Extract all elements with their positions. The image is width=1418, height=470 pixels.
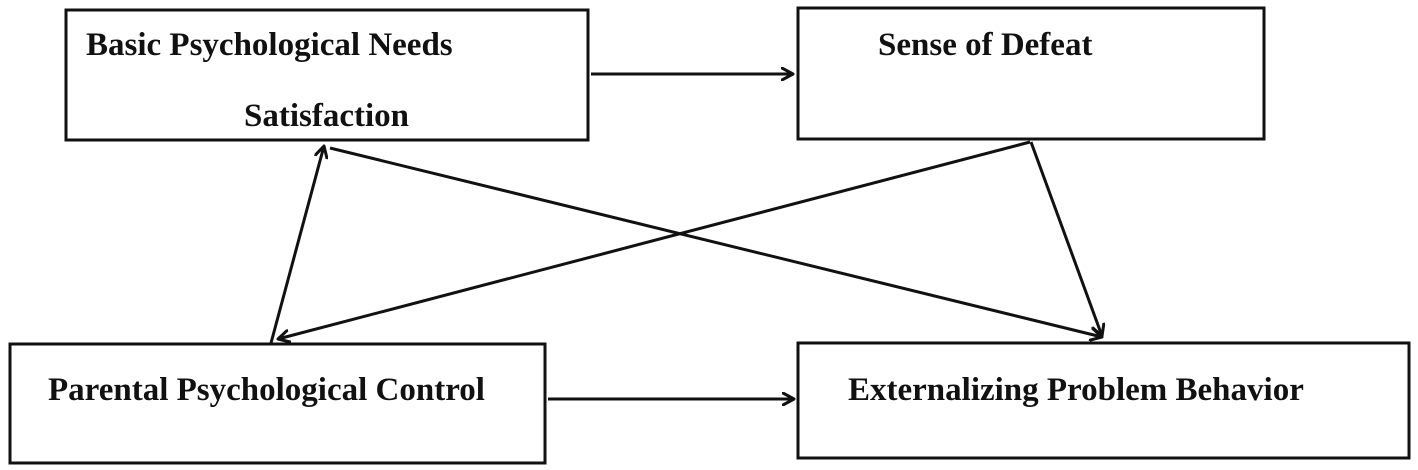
box-sense-of-defeat [796, 6, 1266, 141]
arrow-defeat-to-parental-control [278, 140, 1031, 339]
basic-needs-label-line1: Basic Psychological Needs [86, 27, 453, 63]
basic-needs-label-line2: Satisfaction [244, 98, 409, 134]
arrow-basic-needs-to-externalizing [329, 146, 1102, 337]
box-basic-needs [64, 8, 590, 142]
box-externalizing [796, 341, 1411, 460]
arrow-parental-control-to-basic-needs [269, 146, 324, 344]
box-parental-control [8, 342, 547, 465]
externalizing-label: Externalizing Problem Behavior [848, 372, 1304, 408]
sense-of-defeat-label: Sense of Defeat [878, 27, 1092, 63]
parental-control-label: Parental Psychological Control [48, 372, 485, 408]
arrow-defeat-to-externalizing [1029, 141, 1102, 336]
